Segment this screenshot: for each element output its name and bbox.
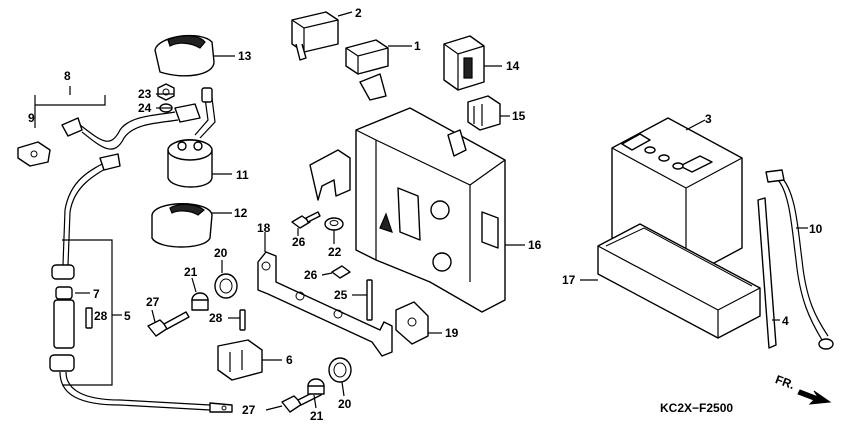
callout-20-lower: 20 (338, 397, 352, 411)
callout-21-upper: 21 (184, 265, 198, 279)
battery-holder-bracket (257, 232, 393, 357)
callout-26-lower: 26 (304, 268, 318, 282)
callout-24: 24 (138, 101, 152, 115)
callout-2: 2 (355, 6, 362, 20)
callout-27-upper: 27 (146, 295, 160, 309)
callout-10: 10 (809, 222, 823, 236)
callout-28-left: 28 (94, 309, 108, 323)
callout-labels: 1 2 3 4 5 6 7 8 9 10 11 12 13 14 15 16 1… (28, 6, 823, 423)
callout-9: 9 (28, 111, 35, 125)
callout-20-upper: 20 (214, 246, 228, 260)
direction-label: FR. (774, 372, 797, 392)
callout-8: 8 (64, 69, 71, 83)
callout-21-lower: 21 (310, 409, 324, 423)
callout-19: 19 (445, 326, 459, 340)
callout-5: 5 (124, 309, 131, 323)
callout-23: 23 (138, 87, 152, 101)
callout-27-lower: 27 (242, 403, 256, 417)
callout-22: 22 (328, 245, 342, 259)
starter-relay-cluster (151, 34, 235, 248)
callout-13: 13 (238, 49, 252, 63)
callout-3: 3 (705, 112, 712, 126)
top-parts (291, 11, 510, 131)
callout-15: 15 (512, 109, 526, 123)
battery-case (309, 73, 525, 345)
front-direction-indicator: FR. (774, 372, 832, 405)
callout-11: 11 (236, 168, 249, 182)
battery-cable-assembly (17, 86, 233, 413)
callout-4: 4 (782, 314, 789, 328)
small-fasteners (147, 211, 373, 413)
callout-7: 7 (93, 287, 100, 301)
callout-1: 1 (414, 39, 421, 53)
callout-6: 6 (286, 353, 293, 367)
callout-18: 18 (257, 221, 271, 235)
callout-28-middle: 28 (209, 311, 223, 325)
callout-12: 12 (234, 206, 248, 220)
battery-tray (580, 223, 761, 339)
callout-14: 14 (506, 59, 520, 73)
callout-17: 17 (562, 273, 576, 287)
callout-16: 16 (528, 238, 542, 252)
callout-26-upper: 26 (292, 235, 306, 249)
battery-leads (757, 169, 834, 350)
diagram-code: KC2X−F2500 (660, 401, 733, 415)
callout-25: 25 (334, 288, 348, 302)
